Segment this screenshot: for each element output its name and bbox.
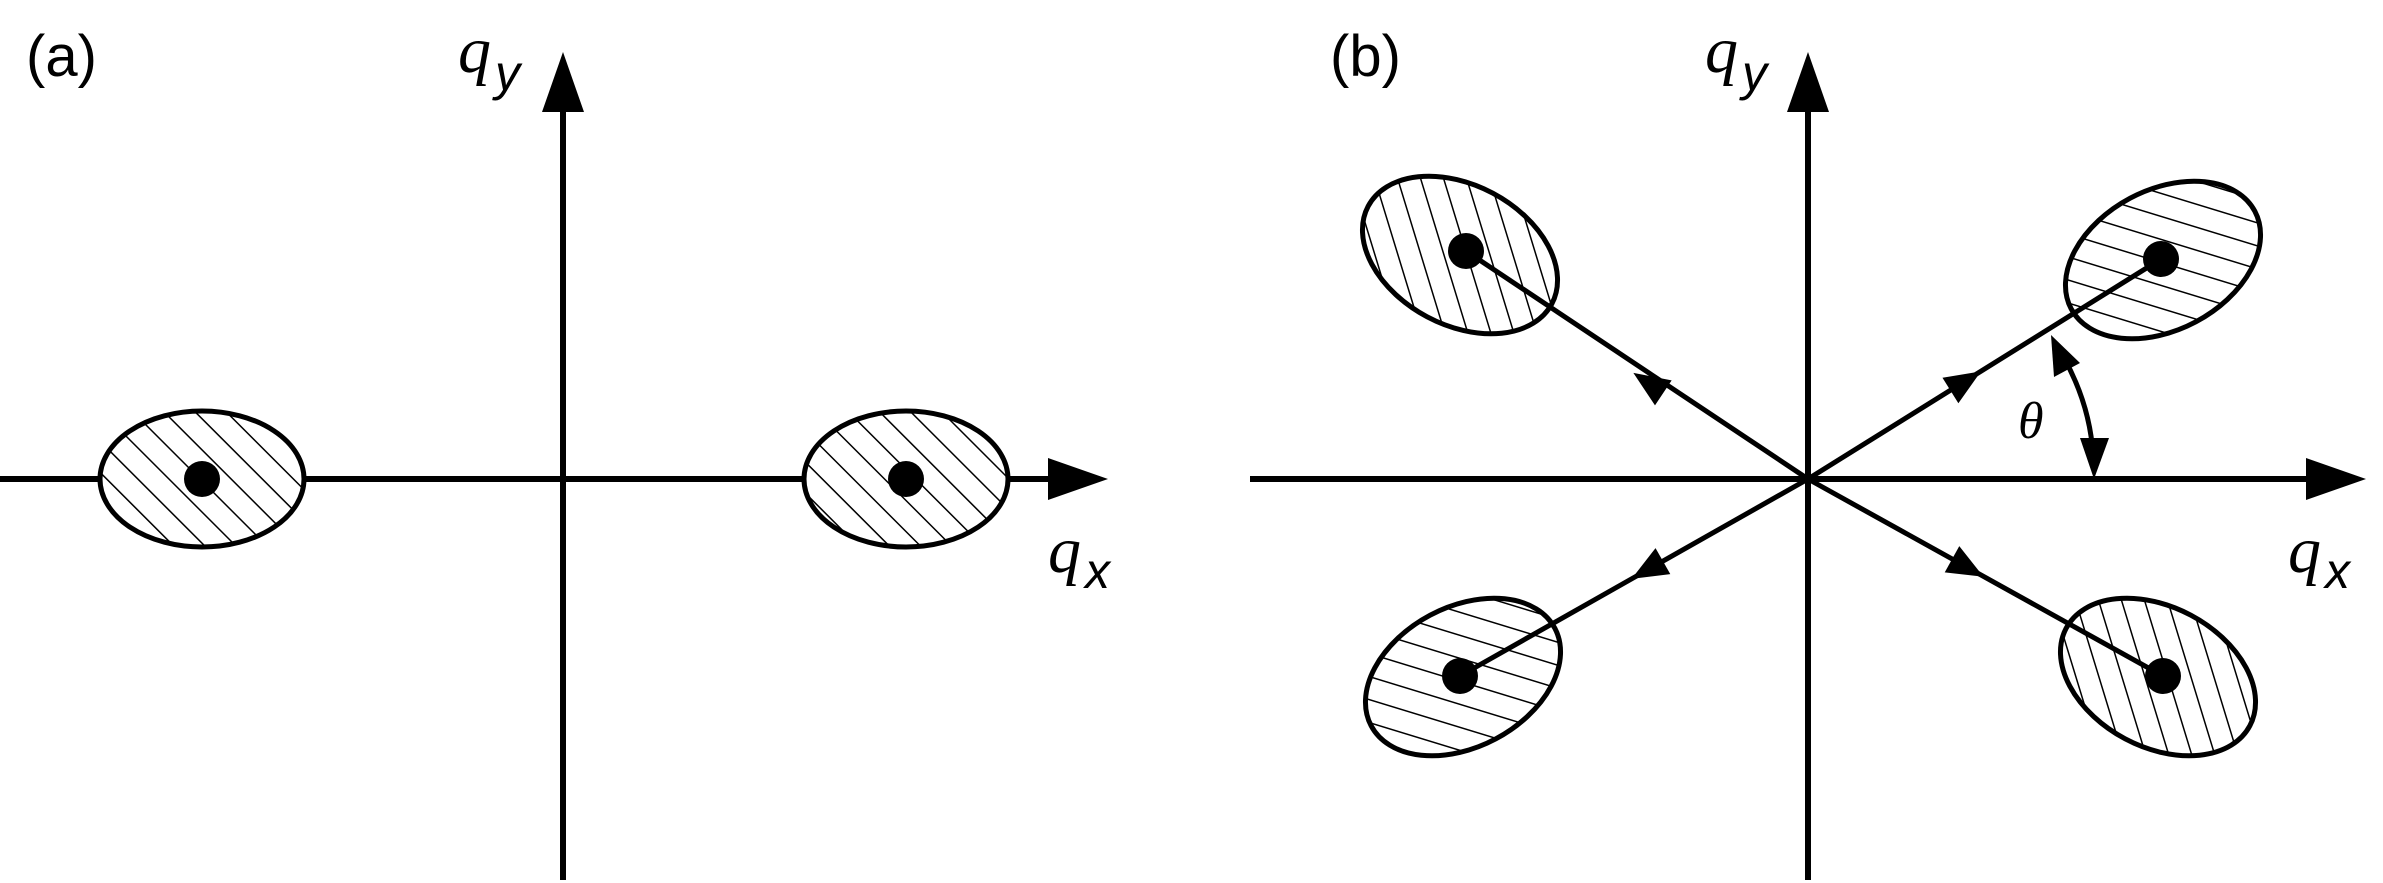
panel-b-upper-right-point [2143, 241, 2179, 277]
panel-a-x-axis-subscript: x [1083, 543, 1112, 599]
panel-b-y-axis-label: q y [1705, 14, 1770, 101]
panel-b-angle-label: θ [2018, 393, 2044, 450]
panel-b-y-axis-arrowhead [1787, 52, 1829, 112]
panel-b-lower-right-arrowhead [1944, 546, 1984, 577]
panel-b-upper-right-vector [1806, 256, 2163, 482]
panel-a-left-point [184, 461, 220, 497]
panel-b: (b) q y q x [1250, 14, 2366, 880]
panel-b-upper-right-arrowhead [1942, 371, 1981, 404]
panel-a-x-axis-arrowhead [1048, 458, 1108, 500]
panel-b-upper-left-vector [1464, 248, 1810, 482]
panel-b-upper-left-arrowhead [1633, 372, 1672, 406]
panel-a-y-axis-label: q y [458, 14, 523, 101]
panel-b-lower-left-point [1442, 658, 1478, 694]
panel-b-y-axis-subscript: y [1739, 45, 1770, 101]
panel-b-y-axis-symbol: q [1705, 14, 1738, 87]
panel-b-lower-right-point [2145, 658, 2181, 694]
panel-b-lower-right-vector [1806, 476, 2165, 679]
panel-a-x-axis-symbol: q [1048, 514, 1081, 587]
panel-a-right-point [888, 461, 924, 497]
panel-a-y-axis-symbol: q [458, 14, 491, 87]
panel-a: (a) q y q x [0, 14, 1112, 880]
panel-b-x-axis-subscript: x [2323, 543, 2352, 599]
panel-b-x-axis-arrowhead [2306, 458, 2366, 500]
panel-b-upper-left-point [1448, 233, 1484, 269]
panel-b-x-axis-label: q x [2288, 514, 2352, 599]
panel-b-label: (b) [1330, 24, 1401, 89]
panel-a-y-axis-subscript: y [492, 45, 523, 101]
panel-b-angle-arc-top-arrowhead [2051, 335, 2080, 377]
panel-a-x-axis-label: q x [1048, 514, 1112, 599]
panel-a-y-axis-arrowhead [542, 52, 584, 112]
panel-a-label: (a) [26, 24, 97, 89]
panel-b-angle-arc-bottom-arrowhead [2080, 438, 2109, 479]
panel-b-lower-left-arrowhead [1631, 548, 1671, 579]
panel-b-x-axis-symbol: q [2288, 514, 2321, 587]
